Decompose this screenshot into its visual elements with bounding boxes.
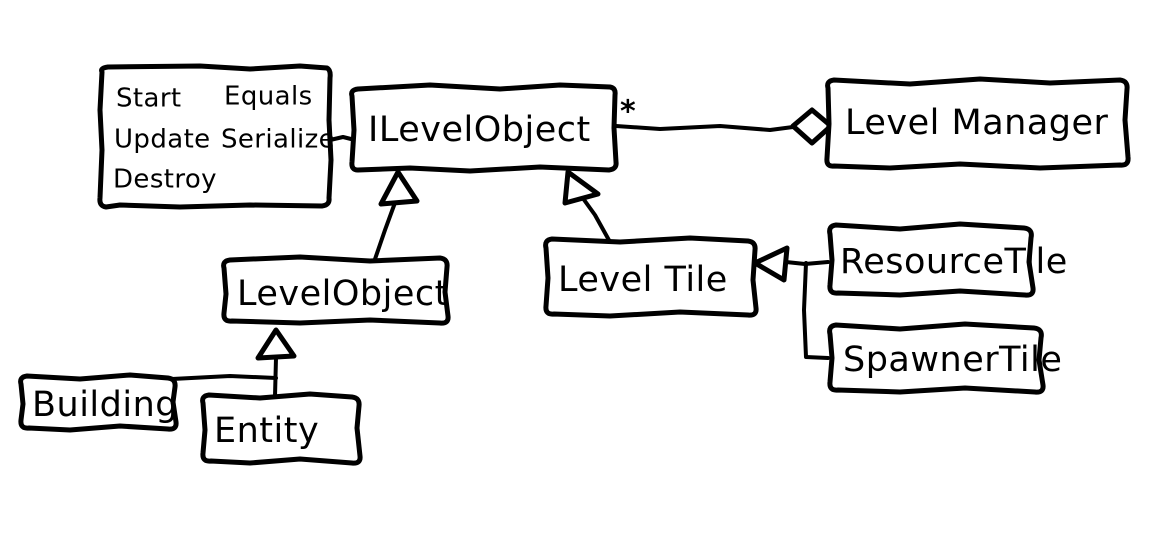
inheritance-triangle-icon <box>255 327 297 361</box>
note-line-0-right: Equals <box>224 82 313 112</box>
note-box-ilevelobject-members: Start Equals Update Serialize Destroy <box>97 63 335 210</box>
connector-leveltile-to-ilevelobject <box>562 169 612 244</box>
class-label-spawnertile: SpawnerTile <box>843 340 1062 380</box>
multiplicity-label-star: * <box>620 95 636 130</box>
inheritance-triangle-icon <box>562 169 601 206</box>
note-line-0-left: Start <box>116 84 182 114</box>
connector-levelobject-to-ilevelobject <box>372 169 420 264</box>
note-line-2-left: Destroy <box>113 165 217 195</box>
class-box-ilevelobject[interactable]: ILevelObject <box>349 82 619 174</box>
inheritance-triangle-icon <box>378 169 420 207</box>
class-label-ilevelobject: ILevelObject <box>368 110 591 150</box>
class-box-leveltile[interactable]: Level Tile <box>543 235 759 319</box>
note-line-1-left: Update <box>114 125 211 155</box>
class-label-levelobject: LevelObject <box>237 274 449 314</box>
aggregation-diamond-icon <box>790 107 834 146</box>
connector-note-to-ilevelobject <box>328 135 353 142</box>
class-label-levelmanager: Level Manager <box>845 103 1109 143</box>
inheritance-triangle-icon <box>752 245 790 283</box>
class-box-entity[interactable]: Entity <box>200 391 363 466</box>
connector-ilevelobject-to-levelmanager <box>614 107 834 146</box>
connector-entity-building-to-levelobject <box>170 327 297 398</box>
note-line-1-right: Serialize <box>221 125 335 155</box>
class-box-resourcetile[interactable]: ResourceTile <box>827 221 1068 298</box>
class-label-leveltile: Level Tile <box>558 260 728 300</box>
class-label-entity: Entity <box>214 411 319 451</box>
connector-tiles-to-leveltile <box>752 245 830 360</box>
class-box-building[interactable]: Building <box>18 372 179 433</box>
class-box-spawnertile[interactable]: SpawnerTile <box>827 321 1063 395</box>
class-label-building: Building <box>32 385 178 425</box>
class-box-levelmanager[interactable]: Level Manager <box>824 76 1131 171</box>
class-label-resourcetile: ResourceTile <box>840 242 1068 282</box>
class-box-levelobject[interactable]: LevelObject <box>221 254 451 326</box>
